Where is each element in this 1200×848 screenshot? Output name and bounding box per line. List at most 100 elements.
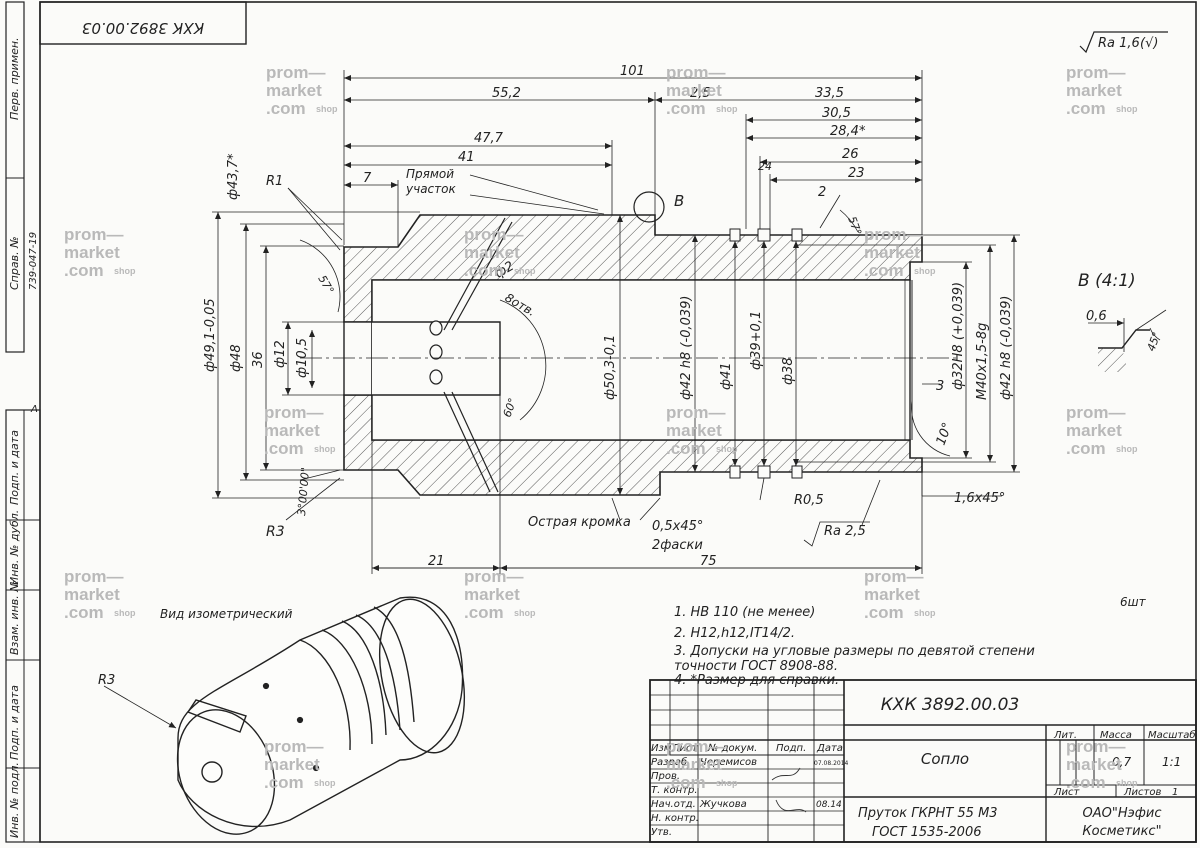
svg-text:В: В bbox=[674, 192, 684, 210]
svg-text:75: 75 bbox=[700, 554, 717, 569]
strip-label: Справ. № bbox=[8, 236, 21, 290]
svg-text:Н. контр.: Н. контр. bbox=[651, 813, 699, 824]
svg-text:Жучкова: Жучкова bbox=[699, 799, 747, 810]
material-line-1: Пруток ГКРНТ 55 М3 bbox=[858, 806, 998, 821]
watermark-text: prom— bbox=[266, 63, 326, 82]
strip-label: Подп. и дата bbox=[8, 430, 21, 505]
watermark-text: market bbox=[264, 421, 320, 440]
watermark-text: .com bbox=[264, 773, 304, 792]
svg-text:ф42 h8 (-0,039): ф42 h8 (-0,039) bbox=[679, 296, 694, 400]
nozzle-section-view bbox=[300, 214, 960, 496]
svg-text:№ докум.: № докум. bbox=[707, 743, 757, 754]
svg-text:ф12: ф12 bbox=[273, 340, 288, 368]
watermark-text: prom— bbox=[64, 567, 124, 586]
svg-text:ф32Н8 (+0,039): ф32Н8 (+0,039) bbox=[951, 282, 966, 390]
watermark-text: market bbox=[64, 585, 120, 604]
vertical-dim-labels: ф49,1-0,05 ф48 36 ф12 ф10,5 ф43,7* ф50,3… bbox=[203, 153, 1014, 400]
quantity-note: 6шт bbox=[1120, 595, 1147, 609]
designation-rotated: КХК 3892.00.03 bbox=[82, 19, 204, 37]
detail-b-view: В (4:1) 0,6 45° bbox=[1078, 271, 1167, 372]
strip-label: Инв. № подл. bbox=[8, 762, 21, 838]
watermark-text: prom— bbox=[264, 403, 324, 422]
svg-text:47,7: 47,7 bbox=[474, 131, 504, 146]
svg-text:Черемисов: Черемисов bbox=[700, 757, 757, 768]
svg-text:Изм.: Изм. bbox=[651, 743, 675, 754]
watermark-text: market bbox=[666, 421, 722, 440]
svg-text:R3: R3 bbox=[266, 524, 285, 540]
strip-label: Взам. инв. № bbox=[8, 580, 21, 655]
watermark-suffix: shop bbox=[1116, 444, 1138, 454]
svg-text:ф49,1-0,05: ф49,1-0,05 bbox=[203, 298, 218, 372]
watermark-text: .com bbox=[864, 261, 904, 280]
iso-r3-label: R3 bbox=[98, 673, 115, 688]
watermark-text: market bbox=[864, 243, 920, 262]
svg-text:В (4:1): В (4:1) bbox=[1078, 271, 1136, 291]
svg-text:Лист: Лист bbox=[671, 743, 699, 754]
watermark-text: prom— bbox=[1066, 737, 1126, 756]
svg-text:Подп.: Подп. bbox=[776, 743, 806, 754]
svg-text:участок: участок bbox=[405, 182, 456, 196]
strip-label: Подп. и дата bbox=[8, 685, 21, 760]
watermark-suffix: shop bbox=[1116, 104, 1138, 114]
watermark-text: prom— bbox=[464, 567, 524, 586]
svg-text:3: 3 bbox=[936, 379, 944, 394]
mass-value: 0,7 bbox=[1112, 755, 1131, 769]
watermark-text: prom— bbox=[1066, 403, 1126, 422]
svg-text:30,5: 30,5 bbox=[822, 106, 851, 121]
svg-text:2: 2 bbox=[818, 185, 826, 200]
company-line-1: ОАО"Нэфис bbox=[1083, 806, 1162, 821]
strip-label: Перв. примен. bbox=[8, 37, 21, 120]
watermark-text: .com bbox=[864, 603, 904, 622]
svg-text:Прямой: Прямой bbox=[406, 167, 454, 181]
watermark-text: .com bbox=[64, 261, 104, 280]
svg-text:М40х1,5-8g: М40х1,5-8g bbox=[975, 323, 990, 400]
svg-text:41: 41 bbox=[458, 150, 475, 165]
svg-text:ф42 h8 (-0,039): ф42 h8 (-0,039) bbox=[999, 296, 1014, 400]
svg-text:3°00'00": 3°00'00" bbox=[295, 467, 312, 517]
watermark-text: market bbox=[1066, 755, 1122, 774]
watermark-text: market bbox=[1066, 81, 1122, 100]
left-strip: Перв. примен. Справ. № 739-047-19 Подп. … bbox=[8, 37, 39, 838]
svg-text:45°: 45° bbox=[1145, 330, 1164, 353]
detail-b-marker: В bbox=[633, 191, 684, 223]
svg-text:26: 26 bbox=[842, 147, 859, 162]
svg-text:24: 24 bbox=[758, 160, 772, 173]
svg-text:28,4*: 28,4* bbox=[830, 124, 866, 139]
title-block-text: Изм. Лист № докум. Подп. Дата Разраб. Че… bbox=[651, 695, 1196, 840]
strip-sprav-value: 739-047-19 bbox=[28, 232, 39, 290]
svg-text:21: 21 bbox=[428, 554, 445, 569]
watermark-text: prom— bbox=[864, 225, 924, 244]
vertical-dimensions bbox=[212, 211, 1020, 499]
strip-label: Инв. № дубл. bbox=[8, 510, 21, 585]
watermark-text: .com bbox=[1066, 773, 1106, 792]
svg-text:33,5: 33,5 bbox=[815, 86, 844, 101]
watermark-text: market bbox=[464, 243, 520, 262]
watermark-suffix: shop bbox=[716, 104, 738, 114]
watermark-suffix: shop bbox=[114, 608, 136, 618]
watermark-suffix: shop bbox=[914, 266, 936, 276]
svg-text:08.14: 08.14 bbox=[816, 800, 842, 810]
horizontal-dimensions bbox=[343, 70, 923, 574]
watermark-suffix: shop bbox=[114, 266, 136, 276]
watermark-text: .com bbox=[1066, 99, 1106, 118]
svg-text:Дата: Дата bbox=[816, 743, 843, 754]
svg-text:Лист: Лист bbox=[1053, 787, 1081, 798]
isometric-view: Вид изометрический R3 bbox=[98, 596, 466, 835]
watermark-stamp: prom—market.com shop bbox=[864, 225, 936, 280]
scale-value: 1:1 bbox=[1162, 755, 1181, 769]
note-1: 1. НВ 110 (не менее) bbox=[674, 605, 815, 620]
isometric-caption: Вид изометрический bbox=[160, 607, 293, 621]
watermark-text: market bbox=[666, 755, 722, 774]
sheet-frame bbox=[5, 1, 1197, 843]
watermark-suffix: shop bbox=[914, 608, 936, 618]
svg-text:23: 23 bbox=[848, 166, 865, 181]
watermark-text: prom— bbox=[666, 63, 726, 82]
watermark-text: prom— bbox=[464, 225, 524, 244]
